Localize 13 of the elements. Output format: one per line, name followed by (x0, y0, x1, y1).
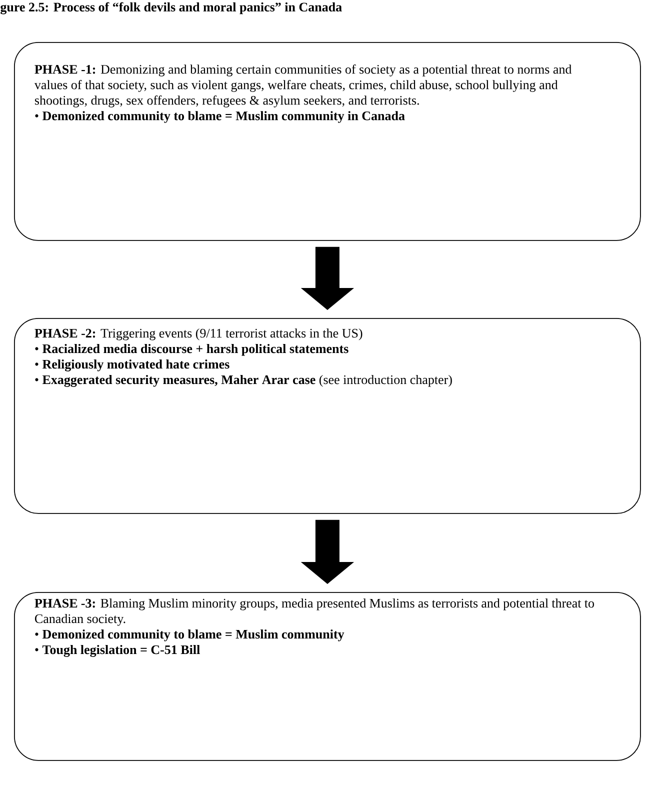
bullet-item: • Exaggerated security measures, Maher Arar case (see introduction chapter) (35, 374, 452, 387)
bullet-item: • Religiously motivated hate crimes (35, 359, 230, 372)
phase-description: PHASE -1: Demonizing and blaming certain communities of society as a potential threat to norms and values of that society, such as violent gangs, welfare cheats, crimes, child abuse, school bullying and shootings, drugs, sex offenders, refugees & asylum seekers, and terrorists. (34, 64, 572, 108)
phase-description: PHASE -3: Blaming Muslim minority groups, media presented Muslims as terrorists and potential threat to Canadian society. (34, 598, 594, 626)
phase-box (14, 318, 641, 514)
bullet-item: • Demonized community to blame = Muslim community in Canada (35, 111, 405, 123)
bullet-item: • Racialized media discourse + harsh political statements (35, 344, 348, 356)
phase-description: PHASE -2: Triggering events (9/11 terrorist attacks in the US) (34, 328, 362, 340)
bullet-item: • Demonized community to blame = Muslim community (35, 629, 344, 642)
phase-box (14, 592, 641, 761)
bullet-item: • Tough legislation = C-51 Bill (35, 644, 200, 657)
figure-title: gure 2.5: Process of “folk devils and moral panics” in Canada (0, 2, 342, 14)
phase-box (14, 42, 641, 241)
